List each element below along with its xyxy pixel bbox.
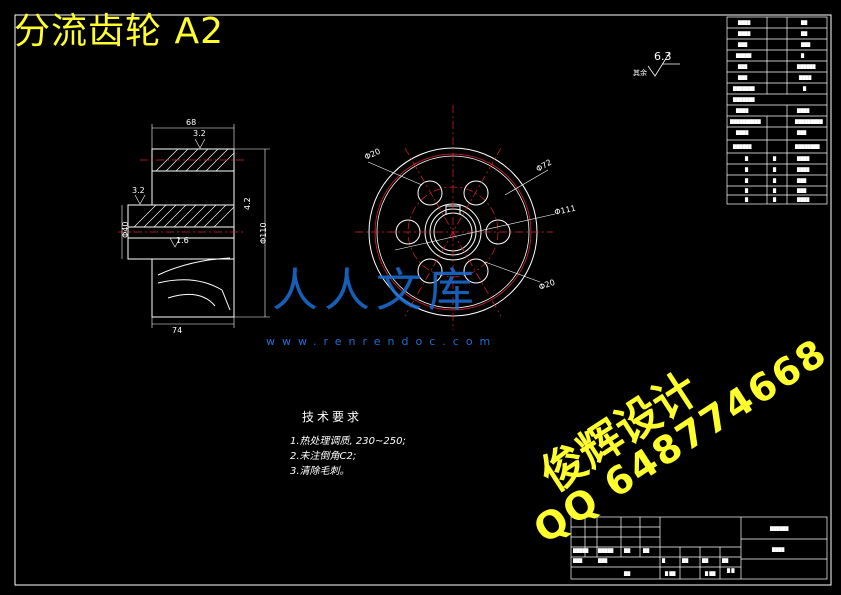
svg-text:████: ████ — [735, 108, 749, 113]
roughness-section-c: 1.6 — [176, 236, 189, 245]
svg-text:█: █ — [772, 167, 777, 172]
svg-text:██: ██ — [623, 548, 631, 553]
svg-text:███: ███ — [572, 558, 583, 563]
svg-text:█: █ — [661, 558, 666, 563]
svg-text:█ █: █ █ — [726, 568, 735, 573]
dim-keyway: 4.2 — [243, 197, 252, 210]
dim-width-top: 68 — [186, 118, 196, 127]
svg-text:██: ██ — [701, 558, 709, 563]
gear-parameter-table — [726, 16, 828, 205]
svg-text:██: ██ — [681, 558, 689, 563]
drawing-border — [14, 14, 832, 586]
svg-text:██: ██ — [800, 31, 808, 36]
dim-hole: Φ20 — [363, 147, 382, 162]
svg-text:██████: ██████ — [769, 526, 789, 531]
section-dimension-lines — [121, 124, 270, 328]
requirements-title: 技术要求 — [302, 410, 363, 424]
svg-text:██████████: ██████████ — [729, 119, 762, 124]
svg-text:█: █ — [744, 156, 749, 161]
svg-text:███: ███ — [800, 42, 811, 47]
svg-text:████: ████ — [737, 31, 751, 36]
roughness-section-a: 3.2 — [193, 129, 206, 138]
svg-text:██: ██ — [721, 558, 729, 563]
svg-text:█ ██: █ ██ — [704, 571, 716, 576]
requirement-item-2: 2.未注倒角C2; — [290, 451, 357, 462]
roughness-label: 其余 — [633, 68, 647, 77]
dim-bore: Φ40 — [121, 222, 130, 238]
svg-text:███████: ███████ — [732, 97, 755, 102]
watermark-logo: 人人文库 — [272, 263, 480, 317]
title-block-text: ██████ ████ ██████████ ████ ██████ ███ █… — [572, 526, 789, 576]
face-dimension-leaders — [367, 161, 556, 283]
svg-text:████: ████ — [771, 547, 785, 552]
svg-text:███: ███ — [737, 75, 748, 80]
watermark-site: www.renrendoc.com — [266, 335, 498, 348]
face-centerlines — [355, 105, 553, 330]
svg-text:█: █ — [744, 167, 749, 172]
dim-outer-circle: Φ111 — [554, 204, 577, 217]
svg-text:████████: ████████ — [794, 144, 821, 149]
section-centerline — [118, 159, 244, 233]
svg-text:█: █ — [772, 188, 777, 193]
svg-text:████: ████ — [737, 20, 751, 25]
svg-text:█: █ — [744, 188, 749, 193]
svg-text:█████████: █████████ — [794, 119, 824, 124]
roughness-symbol — [647, 51, 680, 77]
dim-pitch-circle: Φ72 — [535, 158, 554, 174]
svg-text:█: █ — [744, 197, 749, 202]
svg-text:██████: ██████ — [796, 64, 816, 69]
dim-hole-2: Φ20 — [538, 278, 557, 292]
svg-text:█████: █████ — [597, 548, 614, 553]
svg-text:████: ████ — [735, 130, 749, 135]
svg-text:██: ██ — [623, 571, 631, 576]
svg-text:██: ██ — [800, 20, 808, 25]
svg-text:█: █ — [772, 178, 777, 183]
svg-text:███: ███ — [737, 64, 748, 69]
svg-text:███: ███ — [796, 130, 807, 135]
svg-text:█████: █████ — [735, 53, 752, 58]
svg-text:███████: ███████ — [732, 86, 755, 91]
svg-text:██████: ██████ — [732, 144, 752, 149]
gear-section-view — [127, 148, 235, 318]
svg-text:███: ███ — [796, 178, 807, 183]
requirement-item-1: 1.热处理调质, 230~250; — [290, 436, 406, 447]
svg-text:█: █ — [772, 156, 777, 161]
title-block — [570, 516, 828, 580]
dim-outer: Φ110 — [259, 222, 268, 244]
roughness-section-b: 3.2 — [132, 186, 145, 195]
svg-text:████: ████ — [796, 197, 810, 202]
svg-text:███: ███ — [737, 42, 748, 47]
svg-text:█: █ — [802, 86, 807, 91]
svg-text:████: ████ — [798, 75, 812, 80]
drawing-title: 分流齿轮 A2 — [14, 11, 224, 52]
section-hatching — [133, 148, 235, 228]
svg-text:████: ████ — [796, 156, 810, 161]
svg-text:██: ██ — [642, 548, 650, 553]
svg-text:█ ██: █ ██ — [664, 571, 676, 576]
svg-text:█████: █████ — [572, 548, 589, 553]
svg-text:█: █ — [800, 53, 805, 58]
svg-text:█: █ — [744, 178, 749, 183]
svg-text:████: ████ — [796, 167, 810, 172]
svg-text:█: █ — [772, 197, 777, 202]
svg-text:███: ███ — [796, 188, 807, 193]
requirement-item-3: 3.清除毛刺。 — [290, 466, 350, 477]
svg-text:███: ███ — [597, 558, 608, 563]
dim-width-bottom: 74 — [172, 326, 182, 335]
roughness-value: 6.3 — [654, 50, 672, 63]
svg-text:████: ████ — [796, 108, 810, 113]
parameter-table-text: ██████ ██████ ██████ ██████ █████████ ██… — [729, 20, 824, 202]
